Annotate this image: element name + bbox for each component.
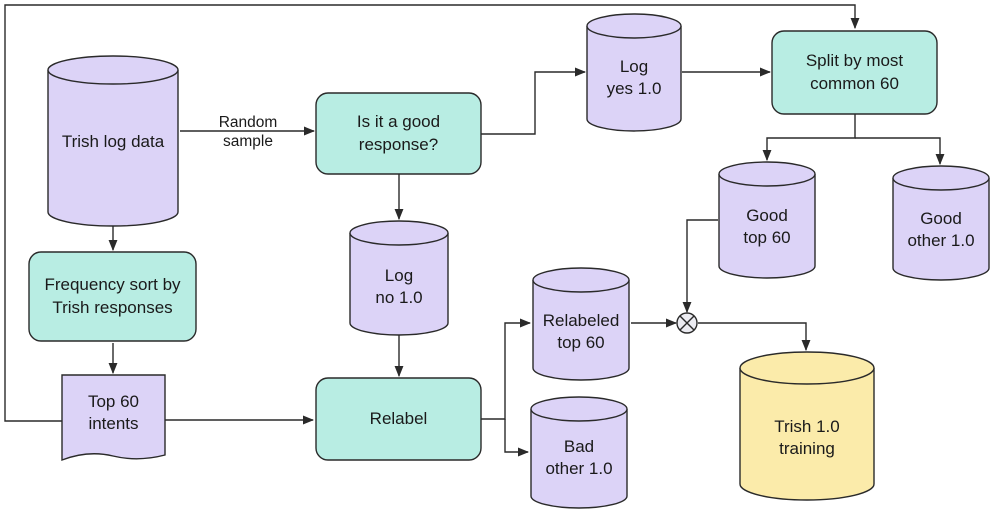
edge-split-to-good-other [855,137,945,166]
node-relabeled-top60 [532,267,630,381]
edge-good-top60-to-merge [682,219,718,314]
node-split [771,30,938,115]
node-log-no [349,220,449,336]
node-good-top60 [718,161,816,279]
edge-relabel-to-relabeled-top60 [481,318,532,420]
node-bad-other [530,396,628,509]
edge-relabel-to-bad-other [504,419,530,457]
node-good-response [315,92,482,175]
edge-top60-to-split-loop [4,4,860,422]
edge-split-to-good-top60 [762,114,856,162]
node-frequency-sort [28,251,197,342]
node-trish-log-data [47,55,179,227]
node-top60-intents [61,374,166,462]
node-trish-training [739,351,875,501]
edge-good-response-to-log-yes [481,67,587,135]
node-log-yes [586,13,682,132]
node-good-other [892,165,990,281]
edge-merge-to-training [698,322,811,352]
merge-junction [676,312,698,334]
node-relabel [315,377,482,461]
